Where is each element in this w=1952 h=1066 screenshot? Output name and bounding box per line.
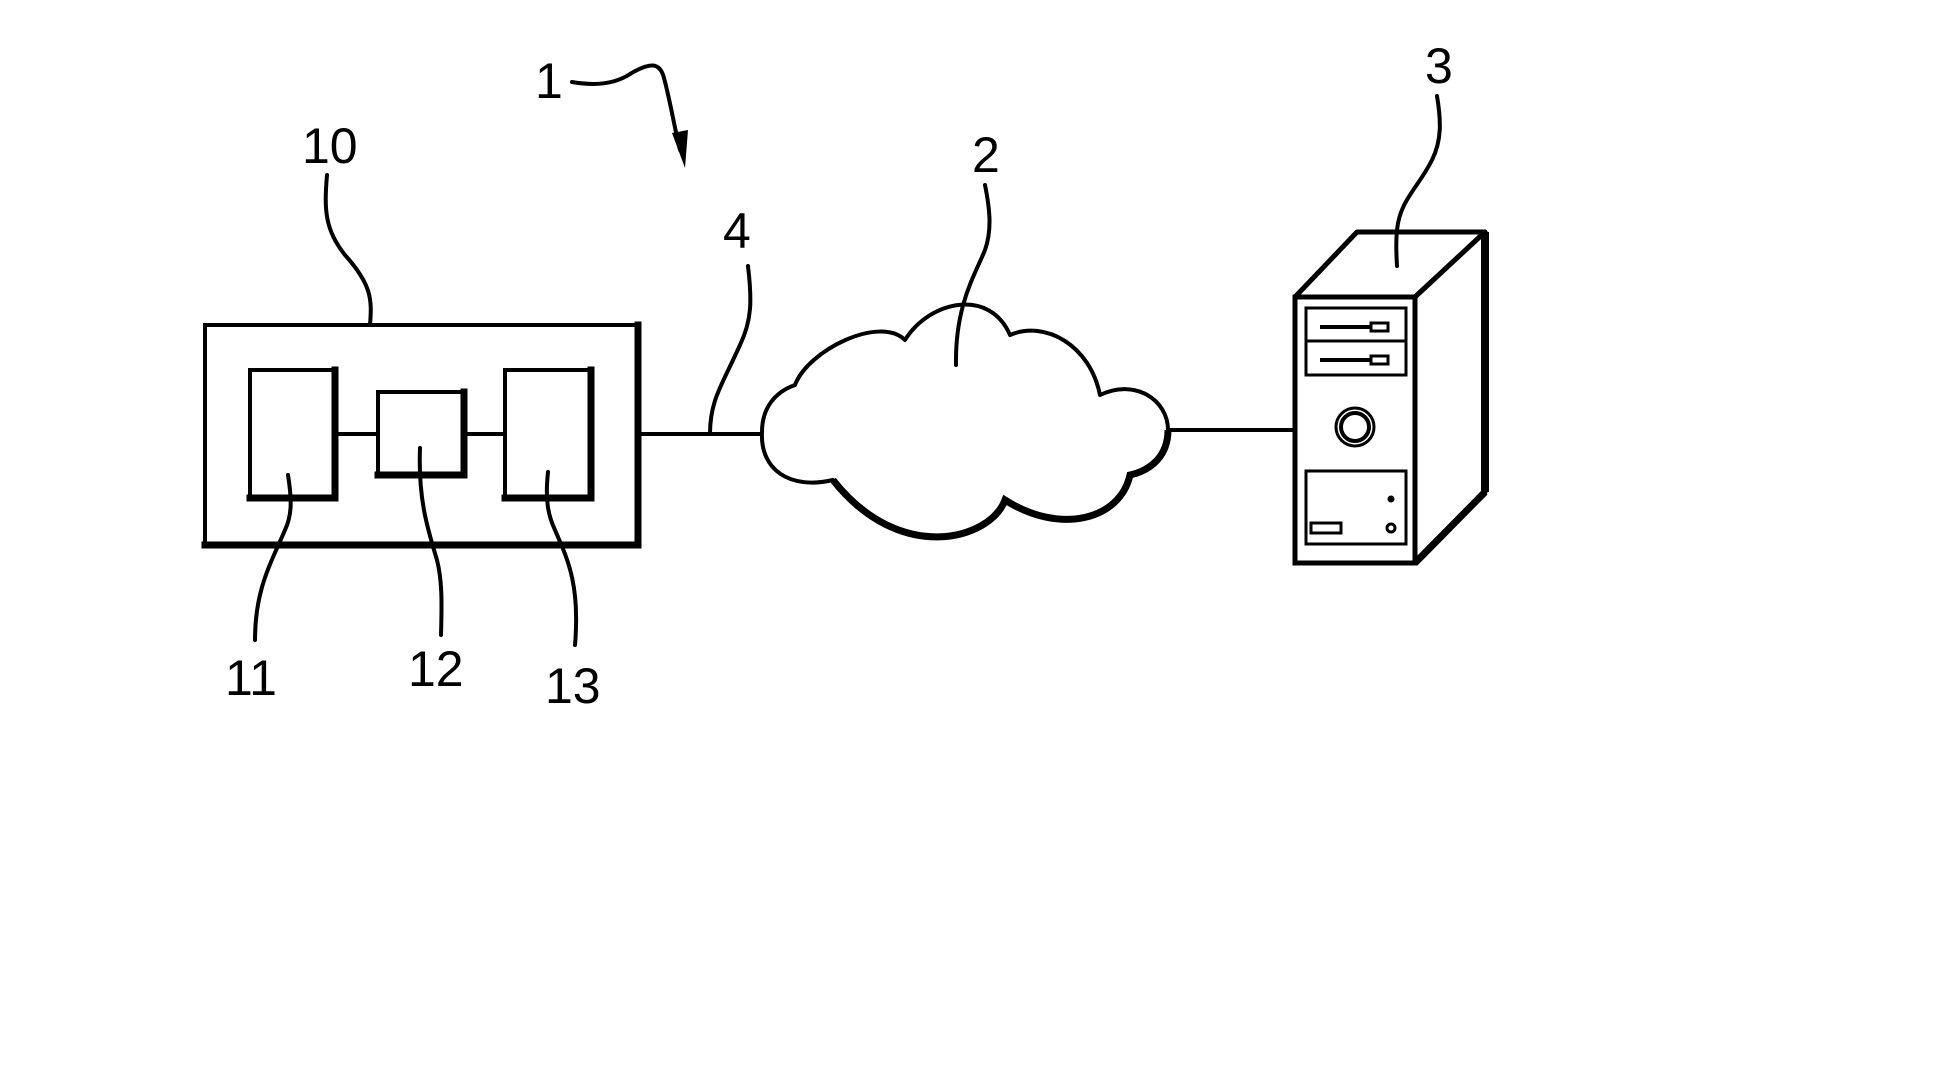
system-leader-line <box>570 63 682 152</box>
label-component-11: 11 <box>225 650 277 706</box>
label-system: 1 <box>535 53 563 109</box>
component-11-box <box>246 366 339 502</box>
label-network: 2 <box>972 127 1000 183</box>
network-leader-line <box>953 183 992 367</box>
component-13-box <box>501 366 595 502</box>
link-leader-line <box>708 264 753 436</box>
cloud-icon <box>759 302 1172 541</box>
component-13-leader-line <box>544 470 579 647</box>
server-leader-line <box>1394 94 1442 268</box>
component-11-leader-line <box>253 473 293 642</box>
label-component-12: 12 <box>408 641 464 697</box>
label-device: 10 <box>302 118 358 174</box>
component-12-leader-line <box>417 446 444 637</box>
label-link: 4 <box>723 203 751 259</box>
tower-computer-icon <box>1292 229 1489 566</box>
label-server: 3 <box>1425 38 1453 94</box>
label-component-13: 13 <box>545 658 601 714</box>
device-leader-line <box>323 173 373 327</box>
arrowhead-icon <box>672 130 688 168</box>
